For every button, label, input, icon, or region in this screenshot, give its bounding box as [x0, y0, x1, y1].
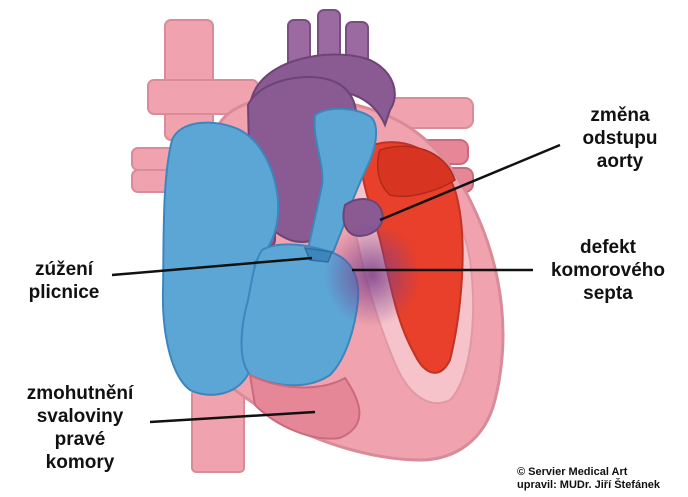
- label-ventricle-hypertrophy: zmohutnění svaloviny pravé komory: [10, 382, 150, 474]
- label-aorta-change: změna odstupu aorty: [560, 104, 680, 173]
- inferior-vena-cava: [192, 390, 244, 472]
- label-pulmonary-narrowing: zúžení plicnice: [14, 258, 114, 304]
- label-septal-defect: defekt komorového septa: [538, 236, 678, 305]
- septal-defect: [324, 223, 420, 327]
- credit-note: © Servier Medical Art upravil: MUDr. Jiř…: [517, 466, 660, 492]
